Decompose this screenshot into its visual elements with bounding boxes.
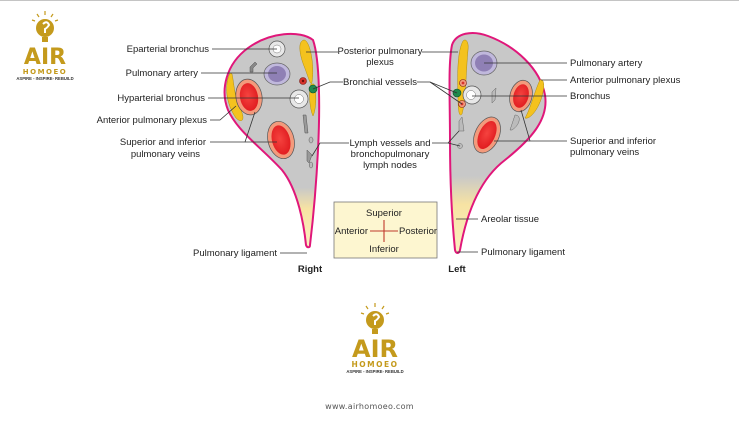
orientation-superior: Superior	[366, 208, 402, 219]
label-posterior-plexus-line2: plexus	[366, 57, 394, 68]
label-right-ligament: Pulmonary ligament	[193, 248, 277, 259]
orientation-inferior: Inferior	[369, 244, 399, 255]
label-left-veins-line1: Superior and inferior	[570, 136, 656, 147]
label-right-veins-line2: pulmonary veins	[131, 149, 200, 160]
label-lymph-line2: bronchopulmonary	[351, 149, 430, 160]
left-anterior-plexus	[524, 79, 545, 119]
left-inferior-pulmonary-vein	[473, 116, 501, 154]
brand-name: AIR	[24, 45, 66, 70]
brand-tagline-center: ASPIRE - INSPIRE- REBUILD	[346, 369, 403, 374]
right-anterior-plexus	[226, 72, 244, 121]
label-left-anterior-plexus: Anterior pulmonary plexus	[570, 75, 681, 86]
brand-logo-top: AIR HOMOEO ASPIRE - INSPIRE- REBUILD	[16, 11, 74, 81]
orientation-posterior: Posterior	[399, 226, 437, 237]
label-areolar-tissue: Areolar tissue	[481, 214, 539, 225]
caption-left: Left	[448, 264, 466, 275]
label-left-ligament: Pulmonary ligament	[481, 247, 565, 258]
footer-url[interactable]: www.airhomoeo.com	[325, 402, 414, 411]
label-bronchial-vessels: Bronchial vessels	[343, 77, 417, 88]
caption-right: Right	[298, 264, 323, 275]
left-bronchus	[462, 85, 482, 105]
right-inferior-pulmonary-vein	[267, 120, 295, 160]
label-lymph-line3: lymph nodes	[363, 160, 417, 171]
brand-logo-center: AIR HOMOEO ASPIRE - INSPIRE- REBUILD	[346, 303, 404, 374]
brand-name-center: AIR	[352, 335, 398, 363]
right-superior-pulmonary-vein	[235, 78, 263, 116]
leader-lines	[201, 48, 567, 254]
bulb-icon-center	[360, 303, 390, 315]
label-left-pulmonary-artery: Pulmonary artery	[570, 58, 643, 69]
right-posterior-plexus	[299, 39, 314, 84]
orientation-key: Superior Inferior Anterior Posterior	[333, 201, 438, 259]
label-left-veins-line2: pulmonary veins	[570, 147, 639, 158]
label-right-veins-line1: Superior and inferior	[120, 137, 206, 148]
right-hyparterial-bronchus	[289, 89, 309, 109]
label-lymph-line1: Lymph vessels and	[350, 138, 431, 149]
bulb-icon	[31, 11, 59, 22]
label-eparterial-bronchus: Eparterial bronchus	[127, 44, 210, 55]
label-right-anterior-plexus: Anterior pulmonary plexus	[97, 115, 208, 126]
label-right-pulmonary-artery: Pulmonary artery	[126, 68, 199, 79]
right-pulmonary-artery	[263, 62, 291, 86]
label-posterior-plexus-line1: Posterior pulmonary	[337, 46, 422, 57]
brand-tagline: ASPIRE - INSPIRE- REBUILD	[16, 76, 73, 81]
brand-sub: HOMOEO	[23, 68, 67, 76]
left-posterior-plexus	[457, 39, 469, 116]
brand-sub-center: HOMOEO	[352, 360, 399, 369]
label-hyparterial-bronchus: Hyparterial bronchus	[117, 93, 205, 104]
label-left-bronchus: Bronchus	[570, 91, 610, 102]
top-divider	[0, 0, 739, 1]
right-lung	[223, 32, 321, 249]
orientation-anterior: Anterior	[335, 226, 368, 237]
